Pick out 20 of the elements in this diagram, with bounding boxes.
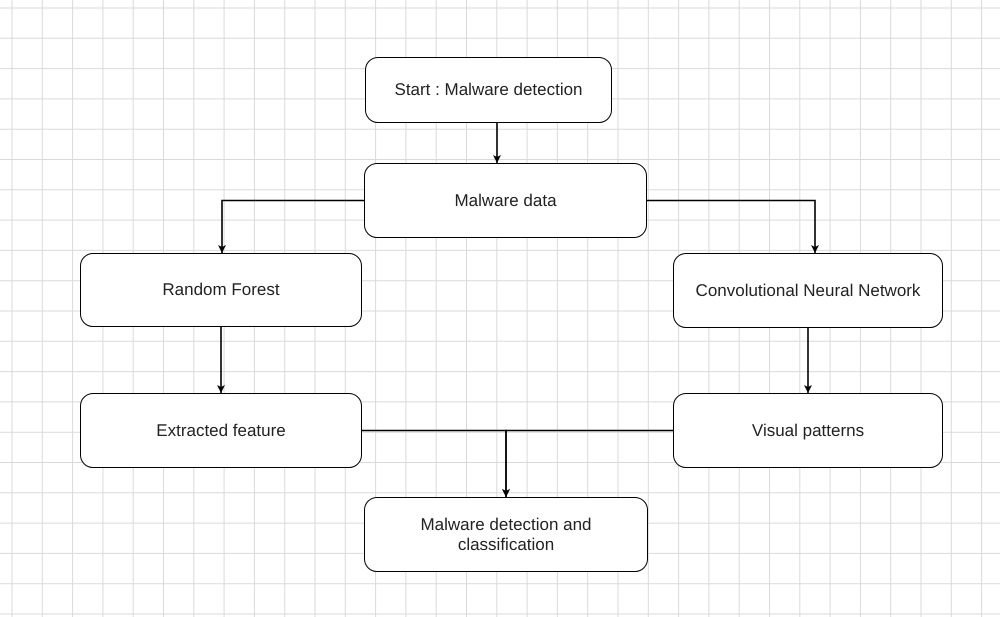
box-label: Convolutional Neural Network: [696, 280, 920, 300]
arrow: [493, 123, 501, 163]
process-box: [673, 253, 943, 328]
arrow: [804, 328, 812, 393]
arrow: [217, 327, 225, 393]
process-box: [80, 253, 362, 327]
box-label: Visual patterns: [752, 420, 864, 440]
process-box: [364, 497, 648, 572]
arrow: [647, 200, 819, 253]
process-box: [364, 163, 647, 238]
process-box: [365, 57, 612, 123]
arrow: [218, 200, 364, 253]
box-label: Malware data: [454, 190, 557, 210]
arrow: [502, 430, 673, 497]
box-label: Random Forest: [162, 280, 280, 300]
box-label: Malware detection and classification: [419, 514, 593, 554]
process-box: [80, 393, 362, 468]
process-box: [673, 393, 943, 468]
box-label: Start : Malware detection: [394, 80, 583, 100]
box-label: Extracted feature: [156, 420, 286, 440]
